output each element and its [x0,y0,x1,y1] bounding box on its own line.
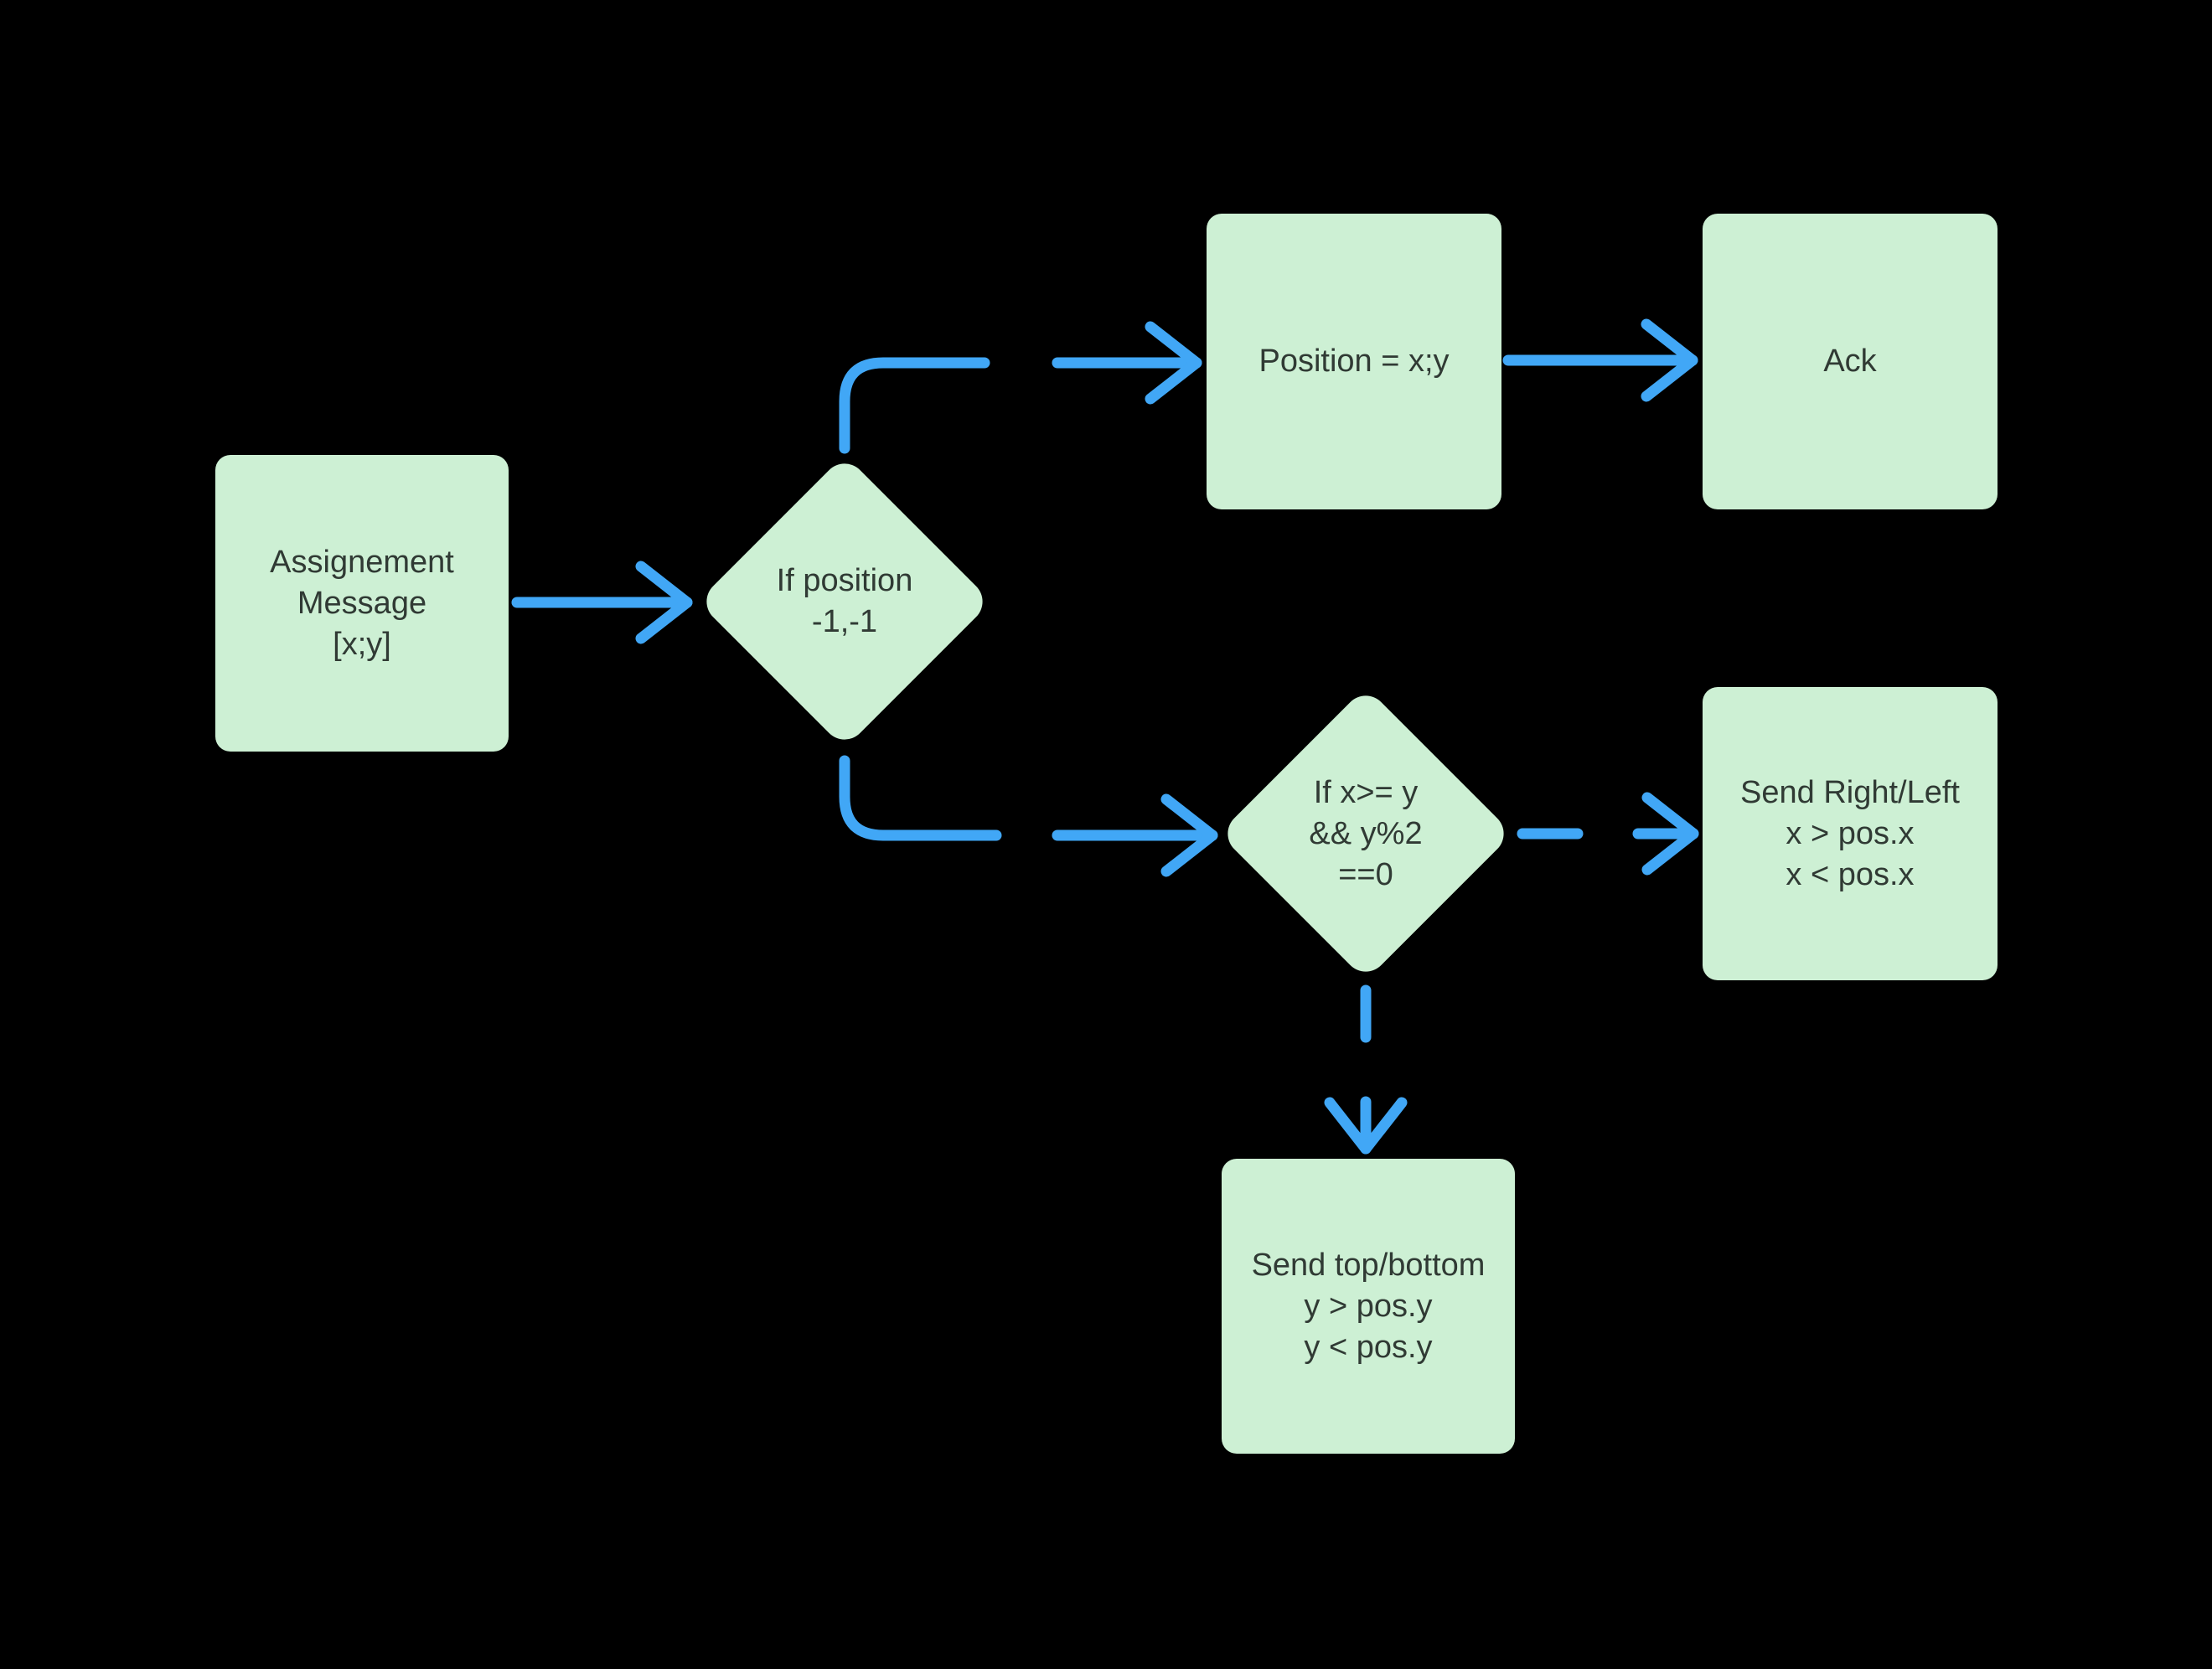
node-send-right-left-label: Send Right/Left x > pos.x x < pos.x [1703,687,1998,980]
edge-if-position-to-position-xy-segment-1 [839,357,990,454]
node-send-top-bottom-label: Send top/bottom y > pos.y y < pos.y [1222,1159,1515,1454]
node-send-right-left: Send Right/Left x > pos.x x < pos.x [1703,687,1998,980]
edge-if-position-to-if-x-ge-y-segment-1 [839,755,1002,841]
node-assignement-message-label: Assignement Message [x;y] [215,455,509,752]
edge-if-position-to-position-xy-arrowhead-icon [1145,321,1202,405]
edge-position-xy-to-ack-arrowhead-icon [1641,318,1698,402]
label-line: x < pos.x [1786,856,1915,892]
label-line: If position [776,563,913,598]
node-if-position-label: If position -1,-1 [674,498,1016,705]
edge-if-x-ge-y-to-send-right-left-arrowhead-icon [1641,792,1699,876]
label-line: && y%2 [1309,815,1423,851]
node-ack: Ack [1703,214,1998,509]
label-line: x > pos.x [1786,815,1915,851]
label-line: [x;y] [333,626,391,662]
label-line: y > pos.y [1304,1288,1433,1324]
node-position-xy: Position = x;y [1207,214,1501,509]
node-if-x-ge-y: If x>= y && y%2 ==0 [1218,686,1513,981]
node-send-top-bottom: Send top/bottom y > pos.y y < pos.y [1222,1159,1515,1454]
label-line: Position = x;y [1258,344,1450,379]
edge-if-x-ge-y-to-send-top-bottom-arrowhead-icon [1324,1097,1408,1155]
node-if-x-ge-y-label: If x>= y && y%2 ==0 [1195,730,1537,938]
label-line: Message [297,585,427,621]
label-line: -1,-1 [811,604,878,639]
node-assignement-message: Assignement Message [x;y] [215,455,509,752]
label-line: If x>= y [1313,774,1419,810]
label-line: Send Right/Left [1740,774,1960,810]
label-line: Send top/bottom [1251,1247,1486,1283]
label-line: y < pos.y [1304,1329,1433,1365]
label-line: Assignement [270,544,454,580]
label-line: ==0 [1338,856,1393,892]
node-if-position: If position -1,-1 [697,454,992,749]
node-position-xy-label: Position = x;y [1207,214,1501,509]
node-ack-label: Ack [1703,214,1998,509]
label-line: Ack [1823,344,1877,379]
